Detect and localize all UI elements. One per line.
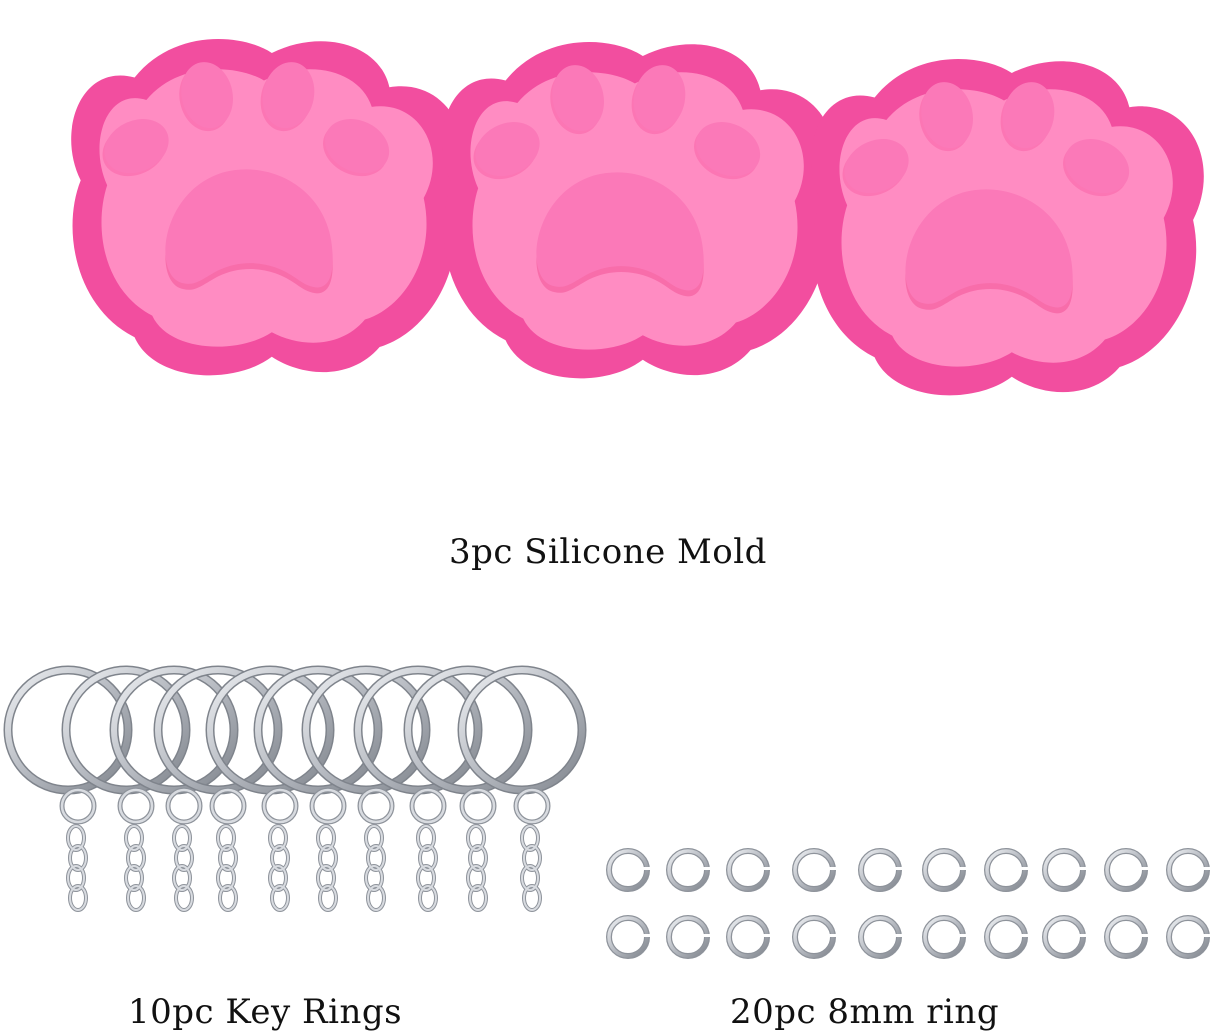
- mold-group: [71, 38, 1204, 396]
- jump-ring: [729, 851, 770, 889]
- paw-mold-2: [442, 41, 835, 379]
- jump-ring: [1169, 851, 1210, 889]
- jump-ring: [1169, 918, 1210, 956]
- keyring-group: [8, 670, 582, 910]
- jump-ring: [729, 918, 770, 956]
- jump-ring: [609, 851, 650, 889]
- jump-ring: [795, 851, 836, 889]
- jump-ring: [1107, 918, 1148, 956]
- jump-ring: [987, 918, 1028, 956]
- jump-ring: [795, 918, 836, 956]
- jump-ring: [925, 918, 966, 956]
- mold-caption: 3pc Silicone Mold: [449, 532, 767, 572]
- paw-mold-1: [71, 38, 464, 376]
- jump-ring: [861, 851, 902, 889]
- jumprings-caption: 20pc 8mm ring: [730, 992, 1000, 1032]
- jump-ring: [669, 851, 710, 889]
- jumpring-group: [609, 851, 1210, 956]
- jump-ring: [1045, 918, 1086, 956]
- jump-ring: [1045, 851, 1086, 889]
- jump-ring: [669, 918, 710, 956]
- jump-ring: [861, 918, 902, 956]
- keyrings-caption: 10pc Key Rings: [128, 992, 403, 1032]
- jump-ring: [1107, 851, 1148, 889]
- jump-ring: [925, 851, 966, 889]
- jump-ring: [609, 918, 650, 956]
- paw-mold-3: [811, 58, 1204, 396]
- jump-ring: [987, 851, 1028, 889]
